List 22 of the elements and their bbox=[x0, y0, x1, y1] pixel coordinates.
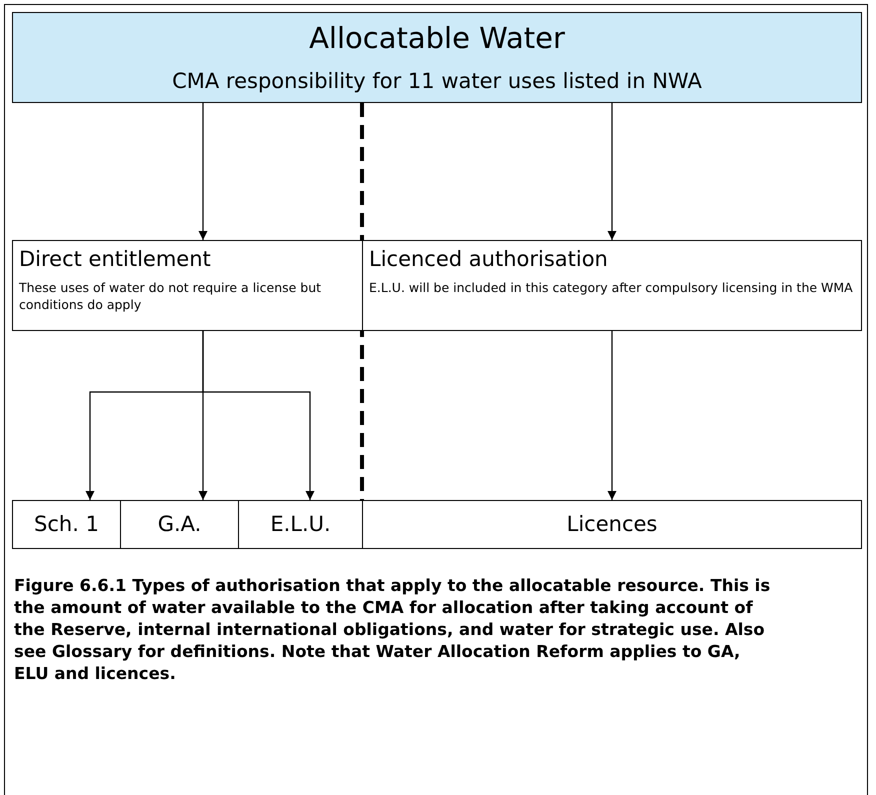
category-box bbox=[120, 500, 239, 549]
category-heading: Direct entitlement bbox=[19, 247, 211, 271]
arrow bbox=[202, 331, 314, 500]
category-box bbox=[238, 500, 363, 549]
subtitle: CMA responsibility for 11 water uses listed in NWA bbox=[172, 69, 702, 93]
node-label: Sch. 1 bbox=[34, 512, 99, 536]
category-box bbox=[12, 240, 363, 331]
header-box bbox=[12, 12, 862, 103]
box-heading: Allocatable Water bbox=[309, 21, 565, 55]
figure-caption: Figure 6.6.1 Types of authorisation that apply to the allocatable resource. This is the amount of water available to the CMA for allocation after taking account of the Reserve, internal international obligations, and water for strategic use. Also see Glossary for definitions. Note that Water Allocation Reform applies to GA, ELU and licences. bbox=[14, 575, 772, 685]
node-label: Licences bbox=[566, 512, 658, 536]
category-box bbox=[362, 240, 862, 331]
category-heading: Licenced authorisation bbox=[369, 247, 608, 271]
arrow bbox=[608, 331, 616, 500]
category-description: E.L.U. will be included in this category after compulsory licensing in the WMA bbox=[369, 279, 854, 296]
category-box bbox=[362, 500, 862, 549]
category-description: These uses of water do not require a license but conditions do apply bbox=[19, 279, 322, 313]
arrow bbox=[608, 103, 616, 240]
node-label: E.L.U. bbox=[270, 512, 331, 536]
arrow bbox=[198, 103, 208, 240]
node-label: G.A. bbox=[158, 512, 202, 536]
category-box bbox=[12, 500, 121, 549]
